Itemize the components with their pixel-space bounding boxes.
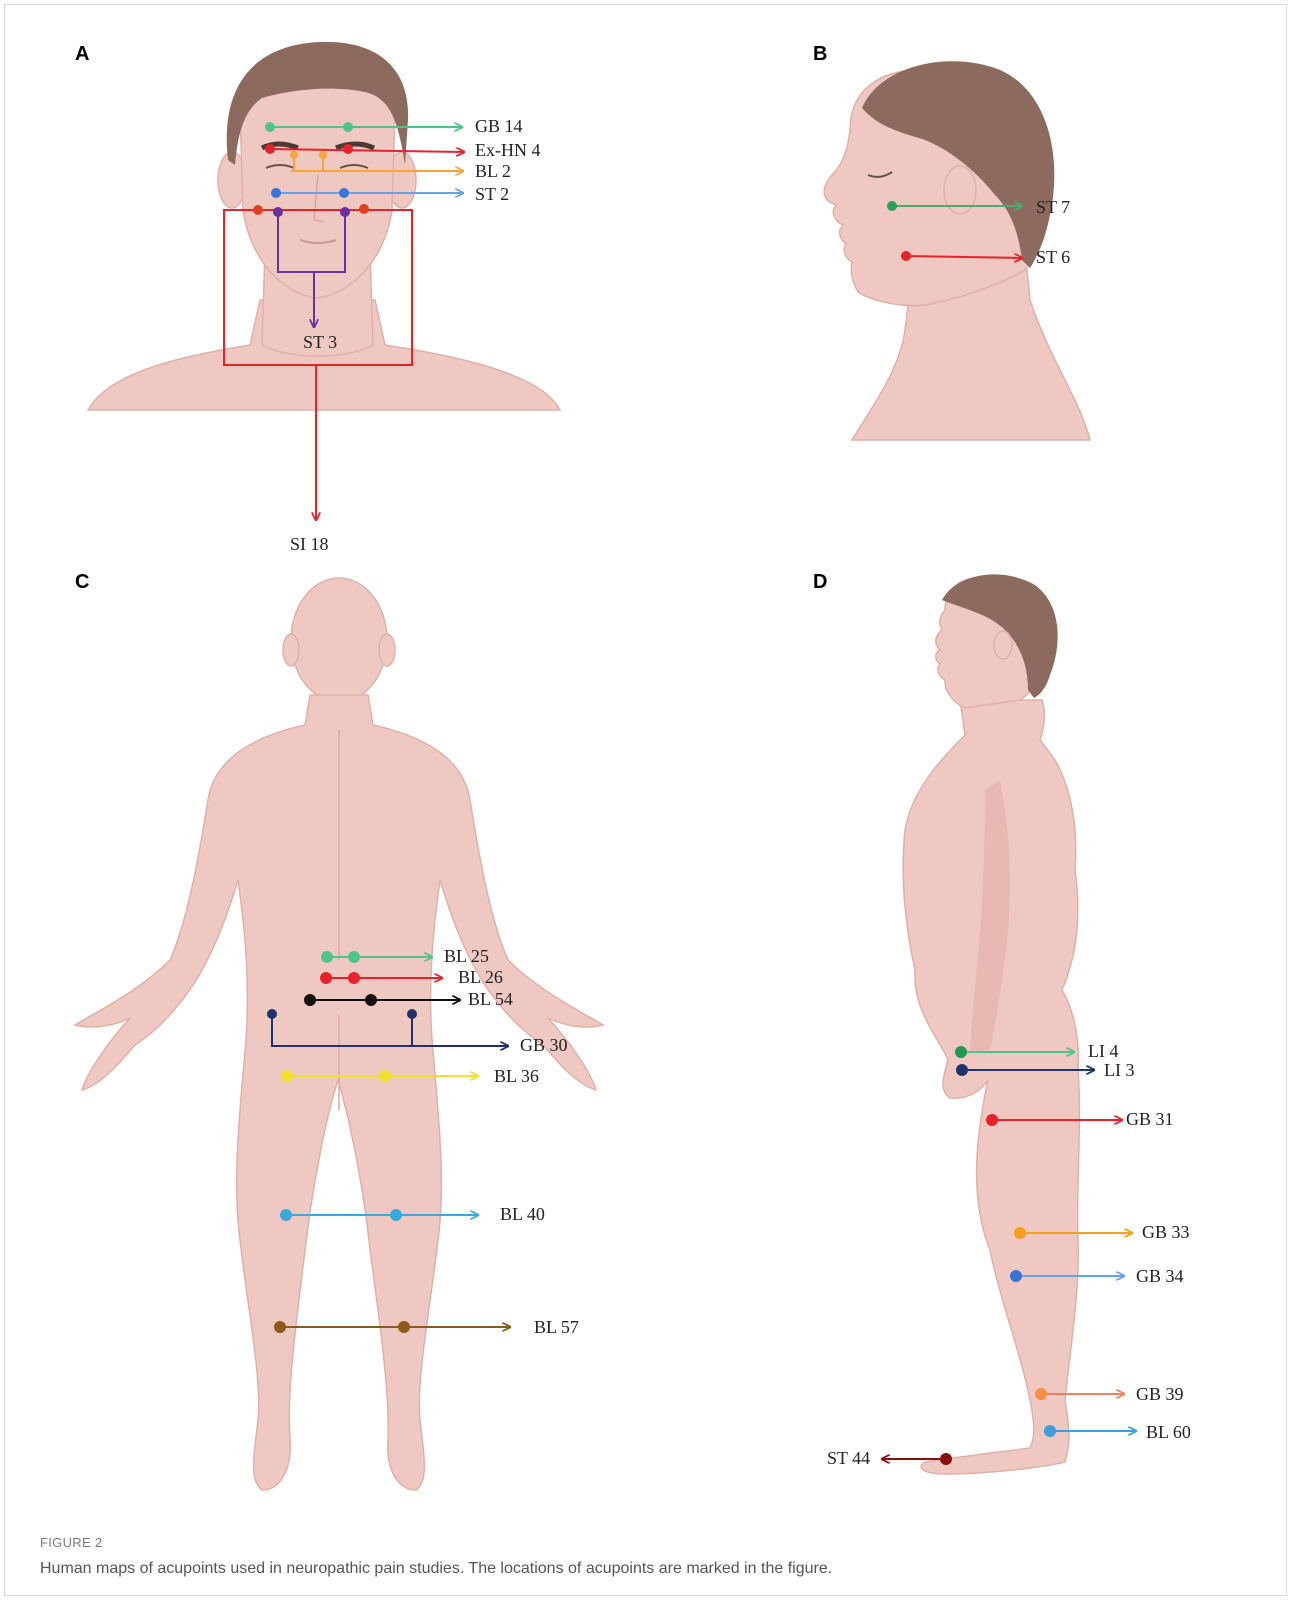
bl36-point-left (281, 1070, 293, 1082)
si18-label: SI 18 (290, 534, 329, 554)
gb33-point (1014, 1227, 1026, 1239)
st2-point-right (339, 188, 349, 198)
gb14-label: GB 14 (475, 116, 523, 136)
si18-point-right (359, 204, 369, 214)
bl57-point-right (398, 1321, 410, 1333)
figure-caption: Human maps of acupoints used in neuropat… (40, 1560, 832, 1578)
panel-b: B ST 7 ST 6 (813, 43, 1090, 440)
panel-d-letter: D (813, 571, 827, 593)
panel-c: C BL 25 BL 26 BL 54 GB 30 BL 3 (75, 571, 603, 1490)
gb30-label: GB 30 (520, 1035, 568, 1055)
li4-label: LI 4 (1088, 1041, 1119, 1061)
st7-label: ST 7 (1036, 197, 1070, 217)
gb30-point-right (407, 1009, 417, 1019)
li4-point (955, 1046, 967, 1058)
panel-a-letter: A (75, 43, 89, 65)
panel-d: D LI 4 LI 3 GB 31 GB 33 GB 34 GB 39 (813, 571, 1191, 1474)
bl40-point-left (280, 1209, 292, 1221)
gb33-label: GB 33 (1142, 1222, 1190, 1242)
bl2-point-left (290, 151, 298, 159)
st3-point-right (340, 207, 350, 217)
st6-label: ST 6 (1036, 247, 1070, 267)
bl54-label: BL 54 (468, 989, 513, 1009)
gb34-point (1010, 1270, 1022, 1282)
bl2-point-right (319, 151, 327, 159)
bl54-point-left (304, 994, 316, 1006)
bl54-point-right (365, 994, 377, 1006)
st3-label: ST 3 (303, 332, 337, 352)
li3-label: LI 3 (1104, 1060, 1135, 1080)
panel-b-letter: B (813, 43, 827, 65)
st6-point (901, 251, 911, 261)
panel-d-ear (994, 631, 1012, 659)
gb14-point-right (343, 122, 353, 132)
gb34-label: GB 34 (1136, 1266, 1184, 1286)
figure-number: FIGURE 2 (40, 1535, 102, 1550)
gb39-label: GB 39 (1136, 1384, 1184, 1404)
st44-label: ST 44 (827, 1448, 870, 1468)
panel-a: A SI 18 GB 14 Ex-HN 4 (75, 42, 560, 554)
st2-point-left (271, 188, 281, 198)
bl2-label: BL 2 (475, 161, 511, 181)
bl40-label: BL 40 (500, 1204, 545, 1224)
gb31-point (986, 1114, 998, 1126)
panel-c-letter: C (75, 571, 89, 593)
gb31-label: GB 31 (1126, 1109, 1174, 1129)
exhn4-point-left (265, 144, 275, 154)
si18-point-left (253, 205, 263, 215)
panel-c-head (291, 578, 387, 702)
bl57-label: BL 57 (534, 1317, 579, 1337)
li3-point (956, 1064, 968, 1076)
bl26-label: BL 26 (458, 967, 503, 987)
st7-point (887, 201, 897, 211)
gb39-point (1035, 1388, 1047, 1400)
bl57-point-left (274, 1321, 286, 1333)
bl40-point-right (390, 1209, 402, 1221)
gb14-point-left (265, 122, 275, 132)
bl26-point-left (320, 972, 332, 984)
bl25-point-left (321, 951, 333, 963)
bl25-point-right (348, 951, 360, 963)
gb30-point-left (267, 1009, 277, 1019)
exhn4-label: Ex-HN 4 (475, 140, 541, 160)
bl26-point-right (348, 972, 360, 984)
panel-c-left-ear (283, 634, 299, 666)
st2-label: ST 2 (475, 184, 509, 204)
st44-point (940, 1453, 952, 1465)
exhn4-point-right (343, 144, 353, 154)
panel-c-right-ear (379, 634, 395, 666)
bl36-label: BL 36 (494, 1066, 539, 1086)
bl25-label: BL 25 (444, 946, 489, 966)
st3-point-left (273, 207, 283, 217)
bl60-label: BL 60 (1146, 1422, 1191, 1442)
bl36-point-right (379, 1070, 391, 1082)
bl60-point (1044, 1425, 1056, 1437)
